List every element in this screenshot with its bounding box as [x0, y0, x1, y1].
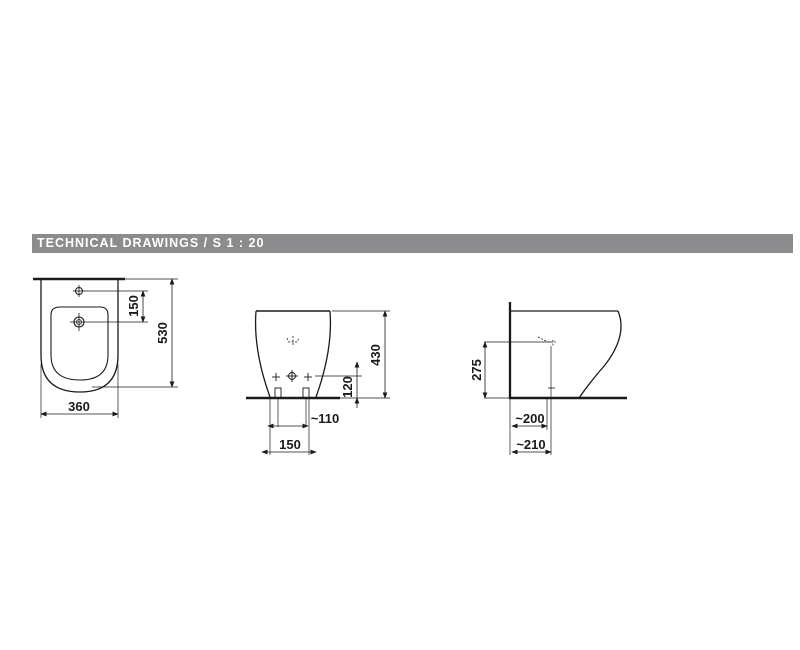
top-view-drawing — [33, 277, 178, 418]
dim-front-height: 430 — [368, 344, 383, 366]
dim-wall-height: 275 — [469, 359, 484, 381]
dim-inlet-distance: ~200 — [515, 411, 544, 426]
side-view-drawing — [482, 302, 627, 455]
section-header-bar: TECHNICAL DRAWINGS / S 1 : 20 — [32, 234, 793, 253]
front-view-drawing — [246, 310, 390, 455]
dim-width: 360 — [68, 399, 90, 414]
dim-fixing-distance: ~110 — [311, 411, 340, 426]
dim-inlet-height: 120 — [340, 376, 355, 398]
dim-hole-offset: 150 — [126, 295, 141, 317]
section-title: TECHNICAL DRAWINGS / S 1 : 20 — [37, 236, 265, 250]
dim-spacing: 150 — [279, 437, 301, 452]
dim-outlet-distance: ~210 — [516, 437, 545, 452]
dim-total-depth: 530 — [155, 322, 170, 344]
